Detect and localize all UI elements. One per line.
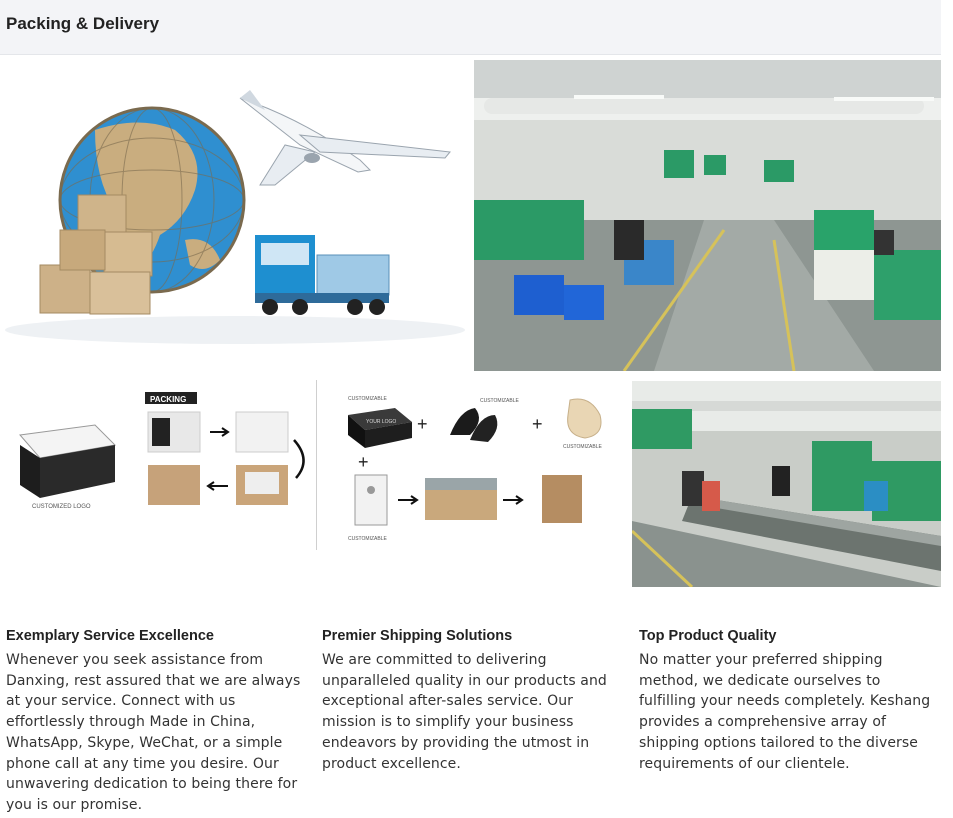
plus-icon: + (532, 414, 543, 434)
feature-service: Exemplary Service Excellence Whenever yo… (6, 628, 306, 816)
packaging-components-image: CUSTOMIZABLE YOUR LOGO + CUSTOMIZABLE + … (320, 380, 620, 550)
feature-text: No matter your preferred shipping method… (639, 652, 931, 772)
divider (316, 380, 317, 550)
feature-title: Premier Shipping Solutions (322, 628, 513, 644)
factory-floor-photo (474, 60, 941, 371)
box-customizable-label: CUSTOMIZABLE (348, 396, 387, 402)
plus-icon: + (417, 414, 428, 434)
packing-label: PACKING (150, 395, 186, 404)
feature-shipping: Premier Shipping Solutions We are commit… (322, 628, 622, 774)
feature-title: Top Product Quality (639, 628, 777, 644)
packing-steps-image: PACKING CUSTOMIZED LOGO (0, 380, 316, 550)
section-header: Packing & Delivery (0, 0, 941, 55)
logistics-illustration (0, 60, 470, 348)
feature-title: Exemplary Service Excellence (6, 628, 214, 644)
section-title: Packing & Delivery (6, 14, 160, 33)
logistics-image (0, 60, 470, 348)
packaging-components-illustration: CUSTOMIZABLE YOUR LOGO + CUSTOMIZABLE + … (320, 380, 620, 550)
customized-logo-label: CUSTOMIZED LOGO (32, 504, 91, 510)
shoes-customizable-label: CUSTOMIZABLE (480, 398, 519, 404)
feature-text: Whenever you seek assistance from Danxin… (6, 652, 301, 813)
feature-text: We are committed to delivering unparalle… (322, 652, 607, 772)
bag-customizable-label: CUSTOMIZABLE (563, 444, 602, 450)
assembly-line-illustration (632, 381, 941, 587)
box-logo-label: YOUR LOGO (366, 419, 396, 425)
assembly-line-photo (632, 381, 941, 587)
feature-quality: Top Product Quality No matter your prefe… (639, 628, 939, 774)
packing-steps-illustration: PACKING CUSTOMIZED LOGO (0, 380, 316, 550)
factory-floor-illustration (474, 60, 941, 371)
plus-icon: + (358, 452, 369, 472)
tag-customizable-label: CUSTOMIZABLE (348, 536, 387, 542)
